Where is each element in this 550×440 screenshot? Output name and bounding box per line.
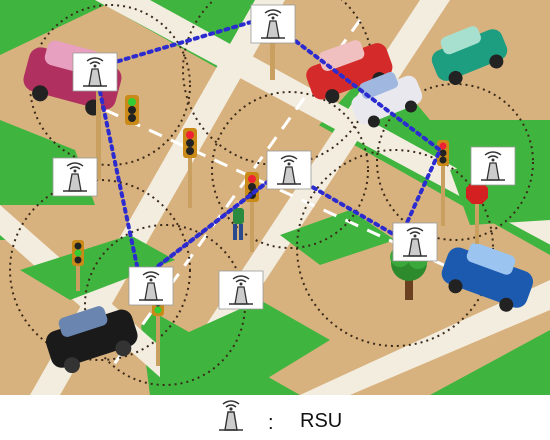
link-top-path <box>93 15 443 240</box>
sidewalk-bottom-right <box>300 280 550 395</box>
rsu-antenna-icon <box>128 266 174 306</box>
range-circle-center <box>211 91 369 249</box>
traffic-light-icon <box>125 95 139 125</box>
lane-markings <box>39 19 521 371</box>
traffic-light-icon <box>437 140 449 226</box>
light-pole <box>270 20 275 80</box>
sidewalk-top <box>95 0 550 245</box>
grass-patch-bottom <box>160 300 330 395</box>
traffic-light-icon <box>183 128 197 208</box>
rsu-antenna-icon <box>52 157 98 197</box>
car-icon <box>45 306 138 374</box>
rsu-antenna-icon <box>72 52 118 92</box>
link-center-right <box>138 168 285 282</box>
car-icon <box>441 242 534 312</box>
range-circle-left <box>9 179 191 361</box>
range-circle-top-left <box>29 4 191 166</box>
range-circle-bottom-right <box>296 149 494 347</box>
legend-label-rsu: RSU <box>300 410 343 432</box>
rsu-antenna-icon <box>266 150 312 190</box>
rsu-antenna-icon <box>470 146 516 186</box>
rsu-antenna-icon <box>205 396 257 436</box>
grass-patch-center-left <box>20 235 175 300</box>
stop-sign-icon <box>466 182 488 244</box>
legend-separator: : <box>268 412 274 434</box>
rsu-antenna-icon <box>392 222 438 262</box>
car-icon <box>431 26 508 85</box>
rsu-communication-links <box>93 15 443 284</box>
traffic-light-icon <box>72 240 84 291</box>
rsu-antenna-icon <box>250 4 296 44</box>
light-pole <box>96 80 101 180</box>
sidewalk-cross-1 <box>30 0 285 395</box>
car-icon <box>351 72 423 128</box>
rsu-antenna-icon <box>218 270 264 310</box>
grass-patch-center <box>280 210 395 265</box>
